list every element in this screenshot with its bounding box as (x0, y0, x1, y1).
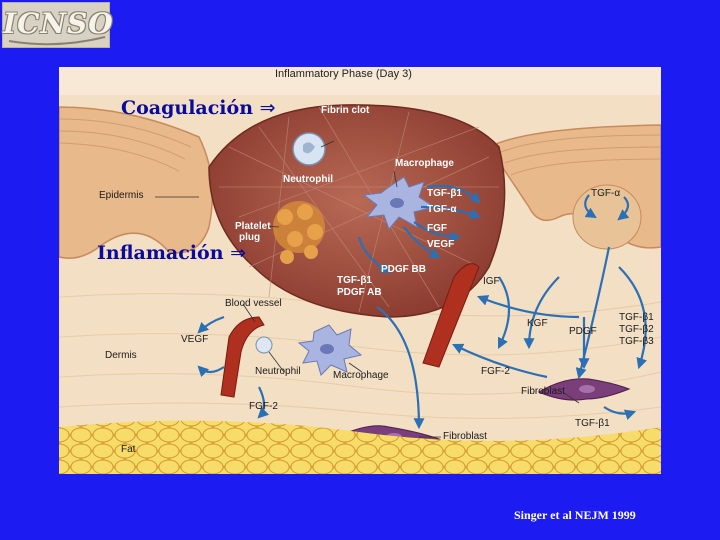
label-fat: Fat (121, 444, 136, 455)
label-pdgf-bb: PDGF BB (381, 264, 426, 275)
icnso-logo: ICNSO (2, 2, 114, 48)
leader-lines (155, 140, 580, 438)
coagulation-text: Coagulación (121, 97, 254, 119)
implies-arrow-icon: ⇒ (230, 242, 247, 264)
figure-title: Inflammatory Phase (Day 3) (275, 68, 412, 80)
label-kgf: KGF (527, 318, 548, 329)
label-fgf2-right: FGF-2 (481, 366, 510, 377)
label-tgf-b1-right: TGF-β1 (575, 418, 610, 429)
label-macrophage-top: Macrophage (395, 158, 454, 169)
logo-text: ICNSO (3, 7, 114, 40)
wound-healing-diagram: Inflammatory Phase (Day 3) Fibrin clot N… (59, 67, 661, 474)
coagulation-overlay: Coagulación ⇒ (121, 97, 276, 119)
label-fibroblast-bottom: Fibroblast (443, 431, 487, 442)
label-tgf-b1-list: TGF-β1 (619, 312, 654, 323)
citation: Singer et al NEJM 1999 (514, 508, 636, 522)
label-neutrophil-top: Neutrophil (283, 174, 333, 185)
epidermal-bud (572, 184, 642, 250)
label-fgf: FGF (427, 223, 447, 234)
neutrophil-bottom-cell (255, 336, 273, 354)
inflammation-text: Inflamación (97, 242, 224, 264)
signal-arrows (197, 184, 647, 430)
epidermis-right-layers (498, 134, 661, 176)
label-tgf-b3-list: TGF-β3 (619, 336, 654, 347)
label-vegf-left: VEGF (181, 334, 209, 345)
top-area (59, 67, 661, 95)
label-dermis: Dermis (105, 350, 137, 361)
macrophage-bottom-cell (297, 324, 363, 376)
label-tgf-a-right: TGF-α (591, 188, 621, 199)
label-platelet-plug-2: plug (239, 232, 261, 243)
label-igf: IGF (483, 276, 500, 287)
label-blood-vessel: Blood vessel (225, 298, 282, 309)
blood-vessel-left (220, 316, 265, 398)
label-tgf-b1-top: TGF-β1 (427, 188, 462, 199)
diagram-illustration (59, 67, 661, 474)
label-fibroblast-right: Fibroblast (521, 386, 565, 397)
label-fgf2-left: FGF-2 (249, 401, 278, 412)
label-tgf-a-top: TGF-α (427, 204, 457, 215)
fibrin-clot-mass (208, 104, 506, 318)
label-vegf-top: VEGF (427, 239, 455, 250)
label-epidermis: Epidermis (99, 190, 144, 201)
epidermis-left (59, 106, 214, 259)
epidermis-left-layers (59, 118, 192, 172)
label-neutrophil-bottom: Neutrophil (255, 366, 301, 377)
logo-swoosh (8, 36, 106, 46)
label-platelet-plug-1: Platelet (235, 221, 271, 232)
label-pdgf-ab: PDGF AB (337, 287, 382, 298)
inflammation-overlay: Inflamación ⇒ (97, 242, 246, 264)
neutrophil-top-nucleus (303, 142, 315, 154)
fat-layer (59, 420, 661, 474)
label-pdgf-right: PDGF (569, 326, 597, 337)
label-macrophage-bottom: Macrophage (333, 370, 389, 381)
platelet-plug-cluster (273, 201, 325, 264)
label-tgf-b2-list: TGF-β2 (619, 324, 654, 335)
label-fibrin-clot: Fibrin clot (321, 105, 370, 116)
macrophage-top-cell (362, 176, 436, 230)
label-tgf-b1-mid: TGF-β1 (337, 275, 372, 286)
blood-vessel-right (422, 263, 480, 368)
implies-arrow-icon: ⇒ (259, 97, 276, 119)
